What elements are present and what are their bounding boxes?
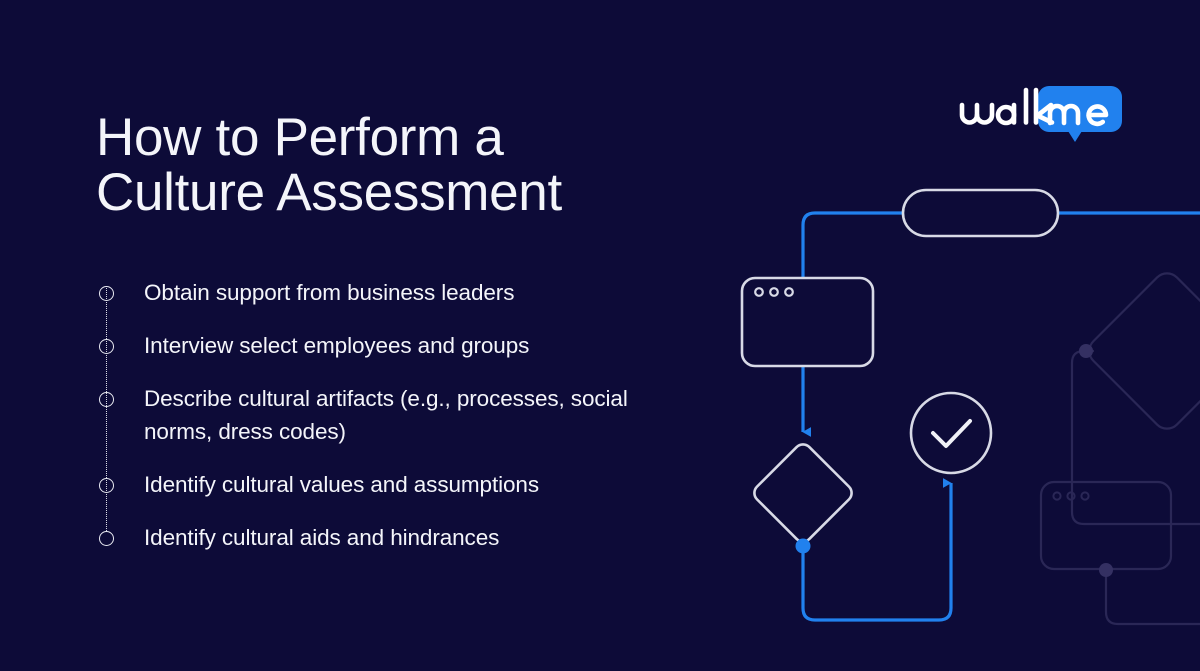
logo-bubble-text <box>1047 103 1109 127</box>
steps-list: Obtain support from business leaders Int… <box>96 276 696 574</box>
step-connector-line <box>106 478 107 531</box>
step-marker <box>96 521 144 574</box>
blue-path-main <box>801 211 903 437</box>
faded-window-connector-dot <box>1099 563 1113 577</box>
step-bullet-icon <box>99 339 114 354</box>
decision-diamond-node <box>753 443 853 554</box>
step-label: Identify cultural values and assumptions <box>144 472 539 497</box>
window-dot-2 <box>769 287 779 297</box>
step-marker <box>96 329 144 392</box>
faded-diamond-node <box>1070 272 1200 526</box>
window-dot-1 <box>754 287 764 297</box>
pill-node <box>901 188 1060 238</box>
list-item: Identify cultural values and assumptions <box>96 468 696 531</box>
step-bullet-icon <box>99 478 114 493</box>
faded-window-dot-2 <box>1066 491 1076 501</box>
step-bullet-icon <box>99 286 114 301</box>
logo-wordmark <box>959 87 1055 126</box>
step-marker <box>96 468 144 531</box>
walkme-logo[interactable] <box>958 84 1124 142</box>
step-label: Describe cultural artifacts (e.g., proce… <box>144 386 628 444</box>
step-connector-line <box>106 392 107 478</box>
browser-window-node <box>740 276 875 368</box>
faded-window-node <box>1039 480 1200 626</box>
check-icon <box>931 419 972 448</box>
faded-path-bottom <box>1104 569 1200 626</box>
faded-window-dot-3 <box>1080 491 1090 501</box>
step-marker <box>96 382 144 478</box>
step-marker <box>96 276 144 339</box>
checkmark-circle-node <box>909 391 993 475</box>
step-label: Interview select employees and groups <box>144 333 530 358</box>
step-label: Identify cultural aids and hindrances <box>144 525 500 550</box>
page-title: How to Perform a Culture Assessment <box>96 108 562 222</box>
faded-window-dot-1 <box>1052 491 1062 501</box>
faded-connector-dot <box>1079 344 1093 358</box>
window-dot-3 <box>784 287 794 297</box>
step-bullet-icon <box>99 392 114 407</box>
list-item: Interview select employees and groups <box>96 329 696 392</box>
list-item: Identify cultural aids and hindrances <box>96 521 696 574</box>
step-connector-line <box>106 339 107 392</box>
step-label: Obtain support from business leaders <box>144 280 515 305</box>
list-item: Describe cultural artifacts (e.g., proce… <box>96 382 696 478</box>
blue-path-return <box>801 478 953 622</box>
list-item: Obtain support from business leaders <box>96 276 696 339</box>
diamond-connector-dot <box>795 538 811 554</box>
step-connector-line <box>106 286 107 339</box>
step-bullet-icon <box>99 531 114 546</box>
